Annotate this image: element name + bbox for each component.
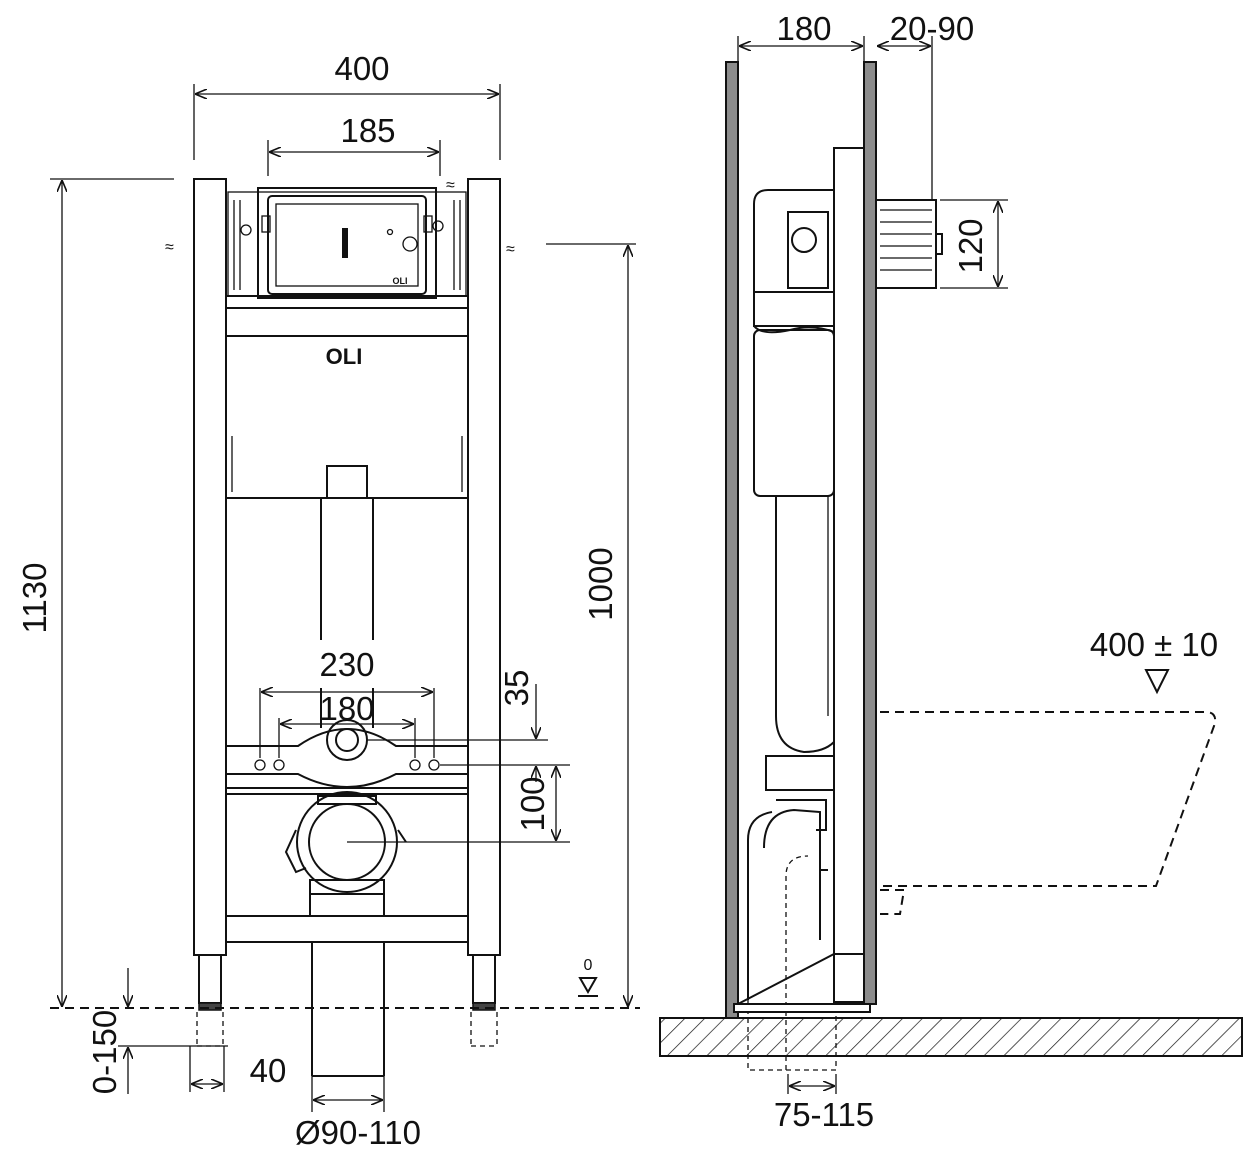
flush-plate-frame: OLI xyxy=(227,187,467,299)
right-post xyxy=(467,178,501,956)
mounting-plate xyxy=(833,147,865,1003)
svg-text:230: 230 xyxy=(319,646,374,683)
base-bracket xyxy=(733,953,871,1013)
cistern-logo: OLI xyxy=(326,344,363,369)
svg-text:180: 180 xyxy=(319,690,374,727)
svg-text:1000: 1000 xyxy=(582,547,619,620)
flush-pipe-side xyxy=(775,496,835,754)
rear-wall xyxy=(725,61,739,1019)
floor-slab xyxy=(659,1017,1243,1057)
svg-text:0-150: 0-150 xyxy=(86,1010,123,1094)
dim-180: 180 xyxy=(278,690,416,758)
svg-text:400: 400 xyxy=(334,50,389,87)
dim-120: 120 xyxy=(940,199,1008,289)
svg-text:1130: 1130 xyxy=(16,563,53,634)
left-post xyxy=(193,178,227,956)
svg-text:20-90: 20-90 xyxy=(890,10,974,47)
front-wall xyxy=(863,61,877,1005)
svg-text:Ø90-110: Ø90-110 xyxy=(295,1114,421,1151)
wave-top-icon: ≈ xyxy=(446,177,455,194)
seat-height-marker: 400 ± 10 xyxy=(1090,626,1218,695)
svg-text:185: 185 xyxy=(340,112,395,149)
svg-text:40: 40 xyxy=(250,1052,287,1089)
dim-100: 100 xyxy=(347,767,570,843)
dim-20-90: 20-90 xyxy=(878,10,974,200)
left-foot xyxy=(196,954,224,1047)
wave-left-icon: ≈ xyxy=(165,239,174,256)
dim-185: 185 xyxy=(267,112,441,176)
dim-230: 230 xyxy=(259,646,435,758)
dim-1000: 1000 xyxy=(546,243,636,1006)
svg-text:120: 120 xyxy=(952,218,989,273)
svg-text:0: 0 xyxy=(584,957,593,974)
svg-text:180: 180 xyxy=(776,10,831,47)
inlet-box xyxy=(875,199,943,289)
dim-pipe-diameter: Ø90-110 xyxy=(295,1076,421,1151)
svg-text:35: 35 xyxy=(498,670,535,707)
front-view: OLI OLI xyxy=(16,50,640,1151)
dim-400: 400 xyxy=(193,50,501,160)
toilet-outline xyxy=(880,711,1217,915)
side-view: 180 20-90 120 400 ± 10 75-115 xyxy=(659,10,1243,1133)
dim-180-side: 180 xyxy=(737,10,865,62)
svg-text:75-115: 75-115 xyxy=(774,1096,874,1133)
floor-level-marker: 0 xyxy=(578,957,598,997)
dim-1130: 1130 xyxy=(16,178,174,1006)
bolt-crossbar xyxy=(226,719,468,789)
dim-0-150: 0-150 xyxy=(86,968,228,1094)
dim-75-115: 75-115 xyxy=(774,1074,874,1133)
dim-35: 35 xyxy=(367,670,570,782)
right-foot xyxy=(470,954,498,1047)
dim-40: 40 xyxy=(189,1046,287,1092)
wave-right-icon: ≈ xyxy=(506,241,515,258)
outlet-connector xyxy=(225,791,469,943)
svg-text:400 ± 10: 400 ± 10 xyxy=(1090,626,1218,663)
svg-text:100: 100 xyxy=(514,776,551,831)
cistern: OLI xyxy=(225,295,469,499)
cistern-side xyxy=(753,189,835,497)
plate-logo: OLI xyxy=(393,276,408,286)
